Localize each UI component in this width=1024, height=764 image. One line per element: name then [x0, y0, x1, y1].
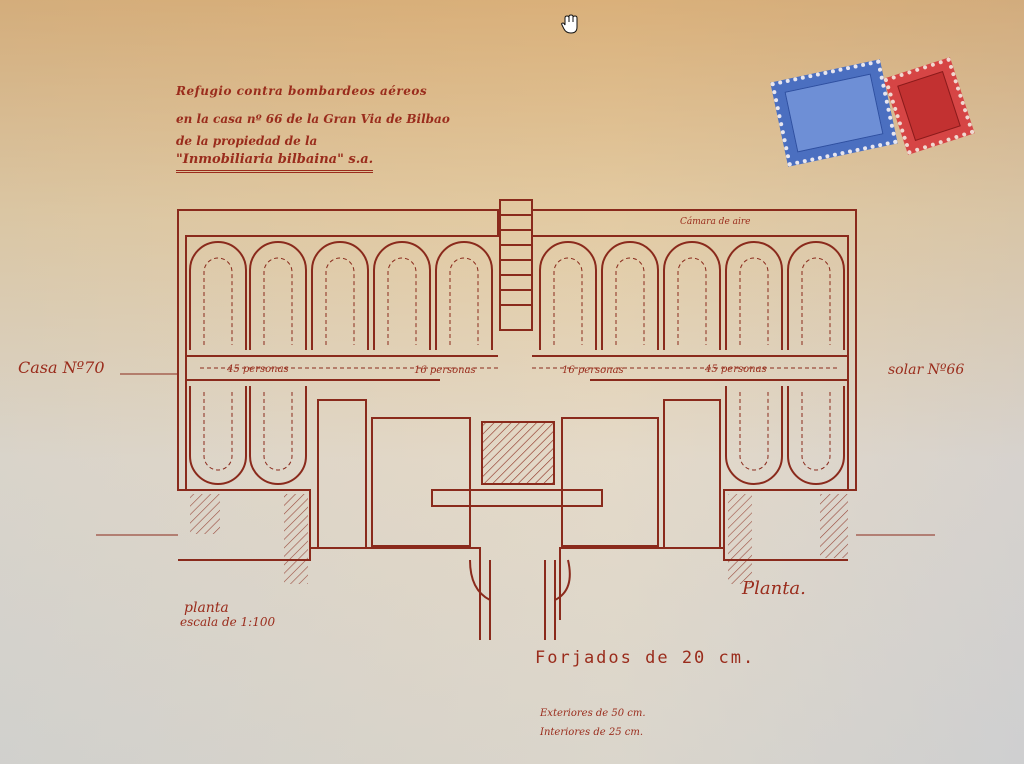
- exterior-walls-note: Exteriores de 50 cm.: [540, 708, 646, 719]
- interior-walls-note: Interiores de 25 cm.: [540, 727, 643, 738]
- hand-grab-icon: [561, 14, 578, 34]
- left-neighbor-label: Casa Nº70: [18, 358, 105, 377]
- air-chamber-label: Cámara de aire: [680, 217, 751, 227]
- capacity-label: 16 personas: [414, 365, 476, 376]
- capacity-label: 16 personas: [562, 365, 624, 376]
- right-neighbor-label: solar Nº66: [888, 362, 965, 378]
- title-line-3: de la propiedad de la: [176, 134, 318, 148]
- capacity-label: 45 personas: [705, 364, 767, 375]
- scale-label: escala de 1:100: [180, 615, 276, 629]
- title-line-1: Refugio contra bombardeos aéreos: [176, 84, 428, 98]
- plan-label-right: Planta.: [742, 578, 806, 599]
- capacity-label: 45 personas: [227, 364, 289, 375]
- title-line-4: "Inmobiliaria bilbaina" s.a.: [176, 152, 374, 173]
- slab-note: Forjados de 20 cm.: [535, 648, 756, 668]
- title-line-2: en la casa nº 66 de la Gran Via de Bilba…: [176, 112, 450, 126]
- plan-label-left: planta: [184, 600, 229, 616]
